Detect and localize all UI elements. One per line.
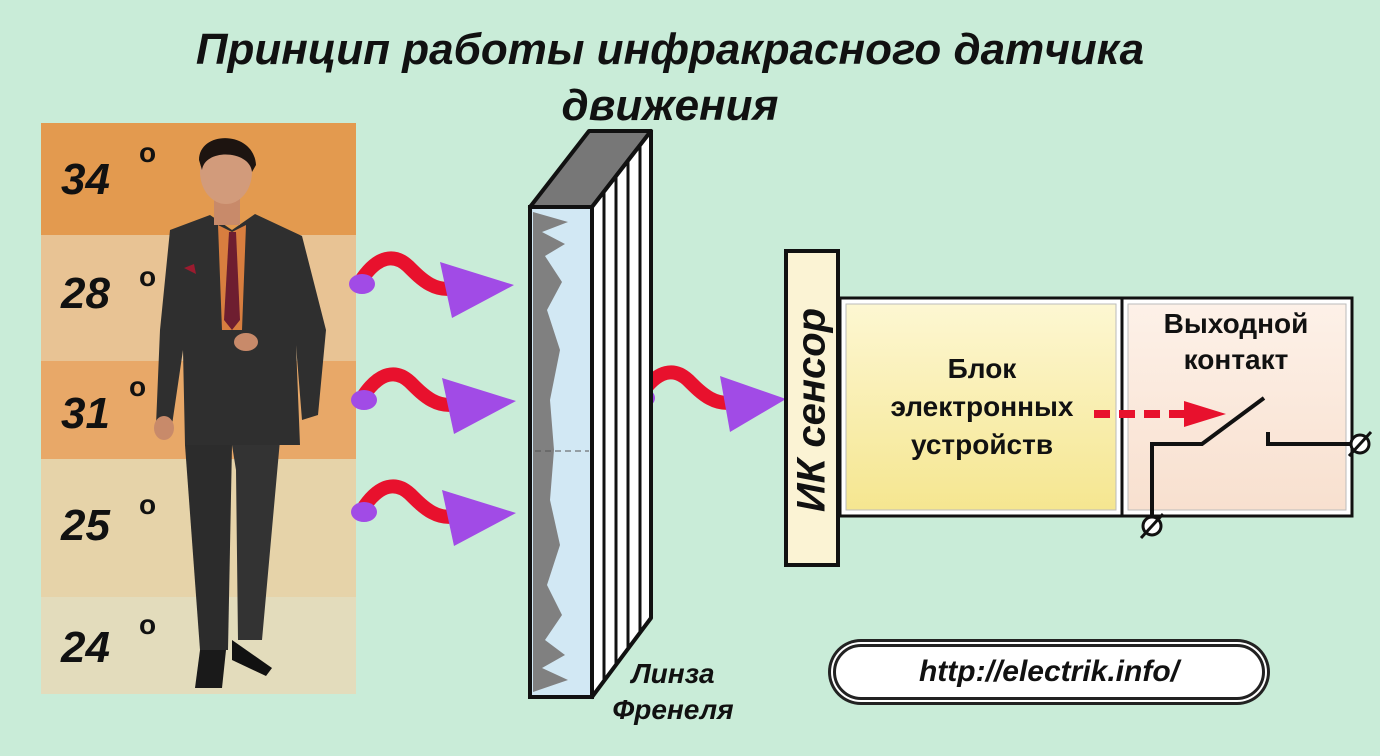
output-label-line-1: Выходной <box>1163 308 1309 339</box>
electronics-label-line-3: устройств <box>910 429 1054 460</box>
title-line-1: Принцип работы инфракрасного датчика <box>195 25 1145 74</box>
switch-circuit <box>1139 396 1373 540</box>
ir-sensor-label: ИК сенсор <box>782 255 842 565</box>
electronics-label-line-1: Блок <box>947 353 1017 384</box>
title-line-2: движения <box>561 81 779 130</box>
temp-degree-2: o <box>139 261 157 292</box>
ir-sensor-box <box>784 249 840 567</box>
ir-wave-2 <box>351 367 516 434</box>
output-label: Выходной контакт <box>1124 306 1348 378</box>
temp-value-2: 28 <box>61 269 110 318</box>
lens-label: Линза Френеля <box>588 656 758 728</box>
electronics-block <box>845 303 1117 511</box>
electronics-label-line-2: электронных <box>890 391 1074 422</box>
control-arrow <box>1094 401 1226 427</box>
temp-value-3: 31 <box>61 389 110 438</box>
temp-degree-5: o <box>139 609 157 640</box>
temp-degree-4: o <box>139 489 157 520</box>
ir-wave-1 <box>349 251 514 318</box>
output-block <box>1127 303 1347 511</box>
ir-waves <box>349 251 786 546</box>
temp-value-5: 24 <box>61 623 110 672</box>
temp-degree-3: o <box>129 371 147 402</box>
fresnel-lens <box>528 129 653 699</box>
temp-degree-1: o <box>139 137 157 168</box>
lens-label-line-1: Линза <box>631 658 715 689</box>
temp-value-1: 34 <box>61 155 110 204</box>
output-label-line-2: контакт <box>1183 344 1289 375</box>
ir-sensor-text: ИК сенсор <box>789 307 834 513</box>
site-url-badge[interactable]: http://electrik.info/ <box>833 644 1265 700</box>
temp-value-4: 25 <box>61 501 110 550</box>
person-figure <box>154 138 326 688</box>
electronics-label: Блок электронных устройств <box>848 350 1116 464</box>
temp-band-1: 34 o <box>41 123 356 235</box>
lens-label-line-2: Френеля <box>612 694 734 725</box>
ir-wave-3 <box>351 479 516 546</box>
